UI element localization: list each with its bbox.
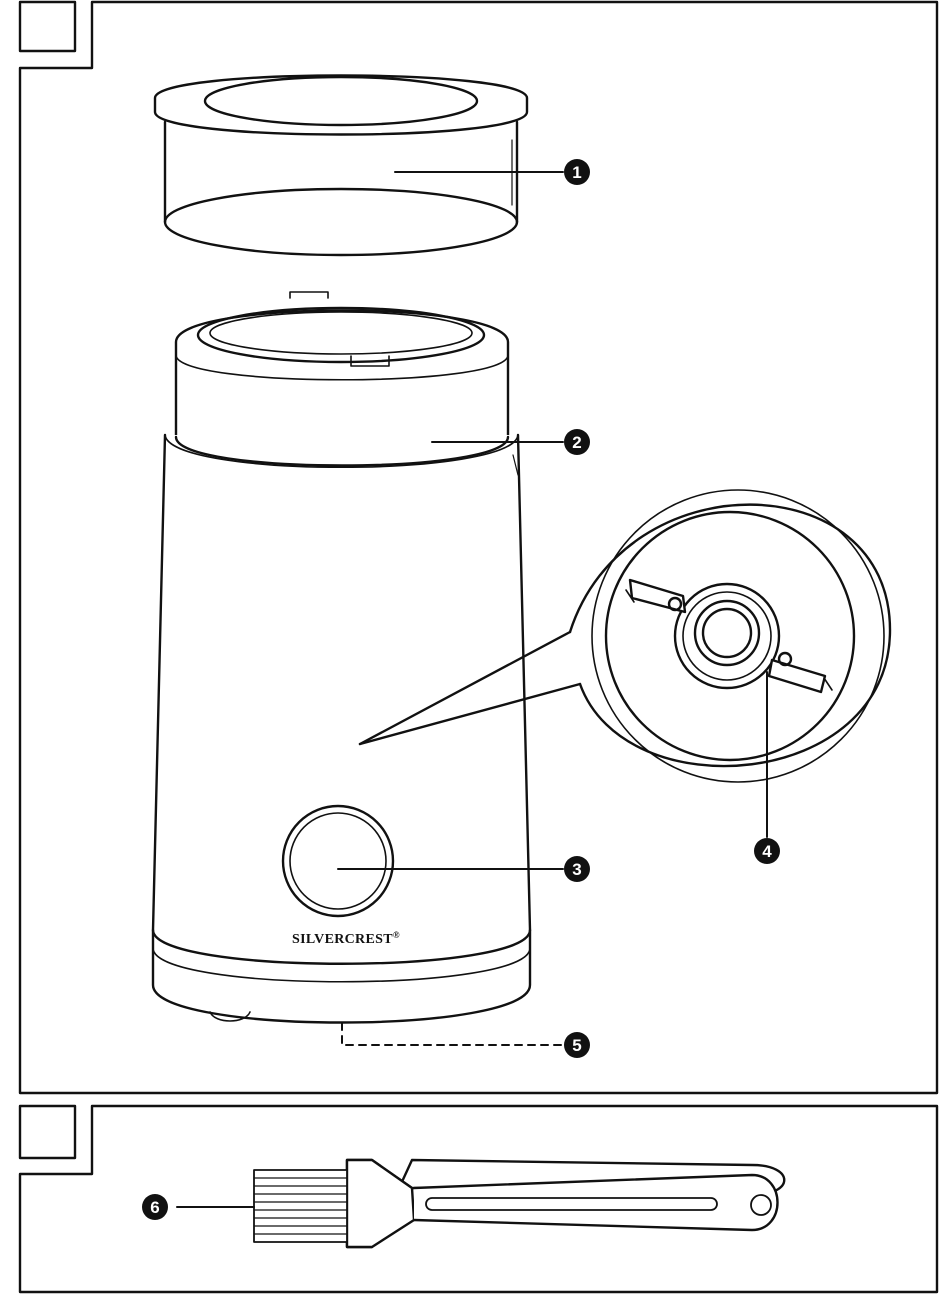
svg-text:6: 6	[150, 1198, 159, 1217]
callout-2: 2	[564, 429, 590, 455]
brand-logo: SILVERCREST®	[292, 930, 400, 947]
callout-1: 1	[564, 159, 590, 185]
lid	[155, 76, 527, 256]
registered-mark: ®	[393, 930, 400, 940]
callout-3: 3	[564, 856, 590, 882]
svg-text:3: 3	[572, 860, 581, 879]
cleaning-brush	[254, 1160, 784, 1247]
svg-text:5: 5	[572, 1036, 581, 1055]
svg-text:2: 2	[572, 433, 581, 452]
svg-text:4: 4	[762, 842, 772, 861]
panel-b-label-box	[20, 1106, 75, 1158]
svg-text:1: 1	[572, 163, 581, 182]
callout-4: 4	[754, 838, 780, 864]
callout-6: 6	[142, 1194, 168, 1220]
panel-a-label-box	[20, 2, 75, 51]
leader-5	[342, 1023, 562, 1045]
motor-unit	[153, 292, 530, 1023]
callout-5: 5	[564, 1032, 590, 1058]
